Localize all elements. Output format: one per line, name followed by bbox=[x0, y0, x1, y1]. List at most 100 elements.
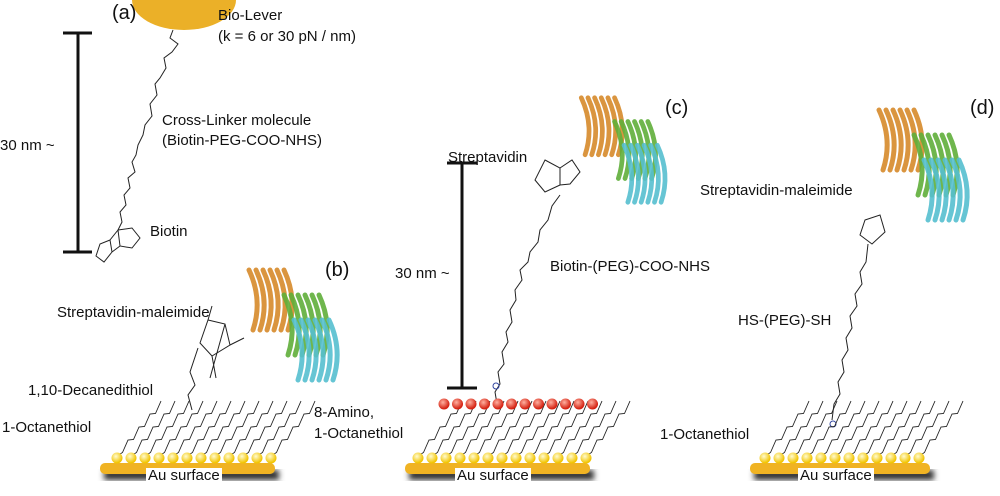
protein-label-d: Streptavidin-maleimide bbox=[700, 182, 853, 199]
protein-strand-d bbox=[928, 157, 942, 223]
panel-label-a: (a) bbox=[112, 2, 137, 24]
scale-bar-a bbox=[63, 31, 92, 254]
protein-strand-b bbox=[246, 267, 260, 333]
alkyl-chain bbox=[806, 400, 852, 457]
alkyl-chain bbox=[890, 400, 936, 457]
alkyl-chain bbox=[571, 400, 617, 457]
gold-atom bbox=[251, 452, 263, 464]
gold-atom bbox=[871, 452, 883, 464]
amine-group bbox=[438, 398, 450, 410]
au-surface-label-c: Au surface bbox=[455, 467, 531, 484]
sam-label-b: 1-Octanethiol bbox=[2, 419, 92, 436]
alkyl-chain bbox=[431, 400, 477, 457]
gold-atom bbox=[566, 452, 578, 464]
protein-strand-b bbox=[326, 317, 340, 383]
protein-strand-c bbox=[592, 95, 605, 158]
alkyl-chain bbox=[764, 400, 810, 457]
au-surface-label-d: Au surface bbox=[798, 467, 874, 484]
crosslinker-formula: (Biotin-PEG-COO-NHS) bbox=[162, 132, 323, 149]
sam-label-c-2: 1-Octanethiol bbox=[314, 425, 404, 442]
alkyl-chain bbox=[417, 400, 463, 457]
amine-group bbox=[465, 398, 477, 410]
protein-strand-b bbox=[298, 317, 312, 383]
alkyl-chain bbox=[792, 400, 838, 457]
panel-label-c: (c) bbox=[665, 97, 689, 119]
protein-strand-c bbox=[628, 142, 641, 205]
gold-atom bbox=[524, 452, 536, 464]
protein-strand-d bbox=[883, 107, 897, 173]
panel-label-b: (b) bbox=[325, 259, 350, 281]
amine-group bbox=[573, 398, 585, 410]
gold-atom bbox=[773, 452, 785, 464]
alkyl-chain bbox=[116, 400, 162, 457]
gold-atom bbox=[468, 452, 480, 464]
alkyl-chain bbox=[557, 400, 603, 457]
amine-group bbox=[533, 398, 544, 410]
sam-label-c-1: 8-Amino, bbox=[314, 404, 375, 421]
biotin-ring-a bbox=[95, 227, 141, 263]
gold-atom bbox=[510, 452, 522, 464]
scale-label-a: 30 nm ~ bbox=[0, 137, 55, 154]
protein-strand-c bbox=[598, 95, 612, 158]
gold-atom bbox=[209, 452, 221, 464]
gold-atom bbox=[111, 452, 123, 464]
protein-strand-d bbox=[918, 132, 932, 198]
protein-strand-d bbox=[876, 107, 890, 173]
protein-strand-c bbox=[634, 142, 648, 205]
gold-atom bbox=[538, 452, 550, 464]
crosslinker-chain-a bbox=[117, 29, 179, 231]
gold-atom bbox=[496, 452, 508, 464]
alkyl-chain bbox=[130, 400, 176, 457]
amine-group bbox=[506, 398, 517, 410]
protein-strand-d bbox=[942, 157, 956, 223]
sam-label-d: 1-Octanethiol bbox=[660, 426, 750, 443]
protein-strand-d bbox=[921, 157, 935, 223]
protein-strand-d bbox=[897, 107, 911, 173]
gold-atom bbox=[265, 452, 277, 464]
gold-atom bbox=[482, 452, 494, 464]
protein-label-c: Streptavidin bbox=[448, 149, 528, 166]
scale-bar-c bbox=[447, 161, 477, 390]
gold-atom bbox=[801, 452, 813, 464]
maleimide-b bbox=[187, 305, 245, 411]
amine-group bbox=[452, 398, 463, 410]
gold-atom bbox=[426, 452, 438, 464]
alkyl-chain bbox=[904, 400, 950, 457]
alkyl-chain bbox=[585, 400, 631, 457]
protein-strand-c bbox=[612, 119, 625, 181]
maleimide-d bbox=[859, 214, 886, 245]
alkyl-chain bbox=[214, 400, 260, 457]
protein-strand-b bbox=[319, 317, 333, 383]
protein-strand-b bbox=[291, 317, 305, 383]
gold-atom bbox=[139, 452, 151, 464]
alkyl-chain bbox=[473, 400, 519, 457]
amine-group bbox=[519, 398, 531, 410]
scale-label-c: 30 nm ~ bbox=[395, 265, 450, 282]
gold-atom bbox=[829, 452, 841, 464]
alkyl-chain bbox=[270, 400, 316, 457]
alkyl-chain bbox=[186, 400, 232, 457]
linker-label-d: HS-(PEG)-SH bbox=[738, 312, 832, 329]
gold-atom bbox=[454, 452, 466, 464]
protein-strand-c bbox=[648, 142, 661, 205]
gold-atom bbox=[899, 452, 911, 464]
protein-strand-c bbox=[585, 95, 599, 158]
alkyl-chain bbox=[487, 400, 533, 457]
protein-strand-b bbox=[267, 267, 281, 333]
alkyl-chain bbox=[778, 400, 824, 457]
alkyl-chain bbox=[445, 400, 491, 457]
alkyl-chain bbox=[144, 400, 190, 457]
gold-atom bbox=[913, 452, 925, 464]
biotin-ring-c bbox=[534, 159, 581, 193]
alkyl-chain bbox=[501, 400, 547, 457]
amine-group bbox=[587, 398, 598, 410]
linker-label-c: Biotin-(PEG)-COO-NHS bbox=[550, 258, 711, 275]
protein-strand-c bbox=[641, 142, 655, 205]
bio-lever-label: Bio-Lever bbox=[218, 7, 283, 24]
protein-strand-d bbox=[911, 132, 925, 198]
alkyl-chain bbox=[918, 400, 964, 457]
amine-group bbox=[560, 398, 571, 410]
gold-atom bbox=[167, 452, 179, 464]
